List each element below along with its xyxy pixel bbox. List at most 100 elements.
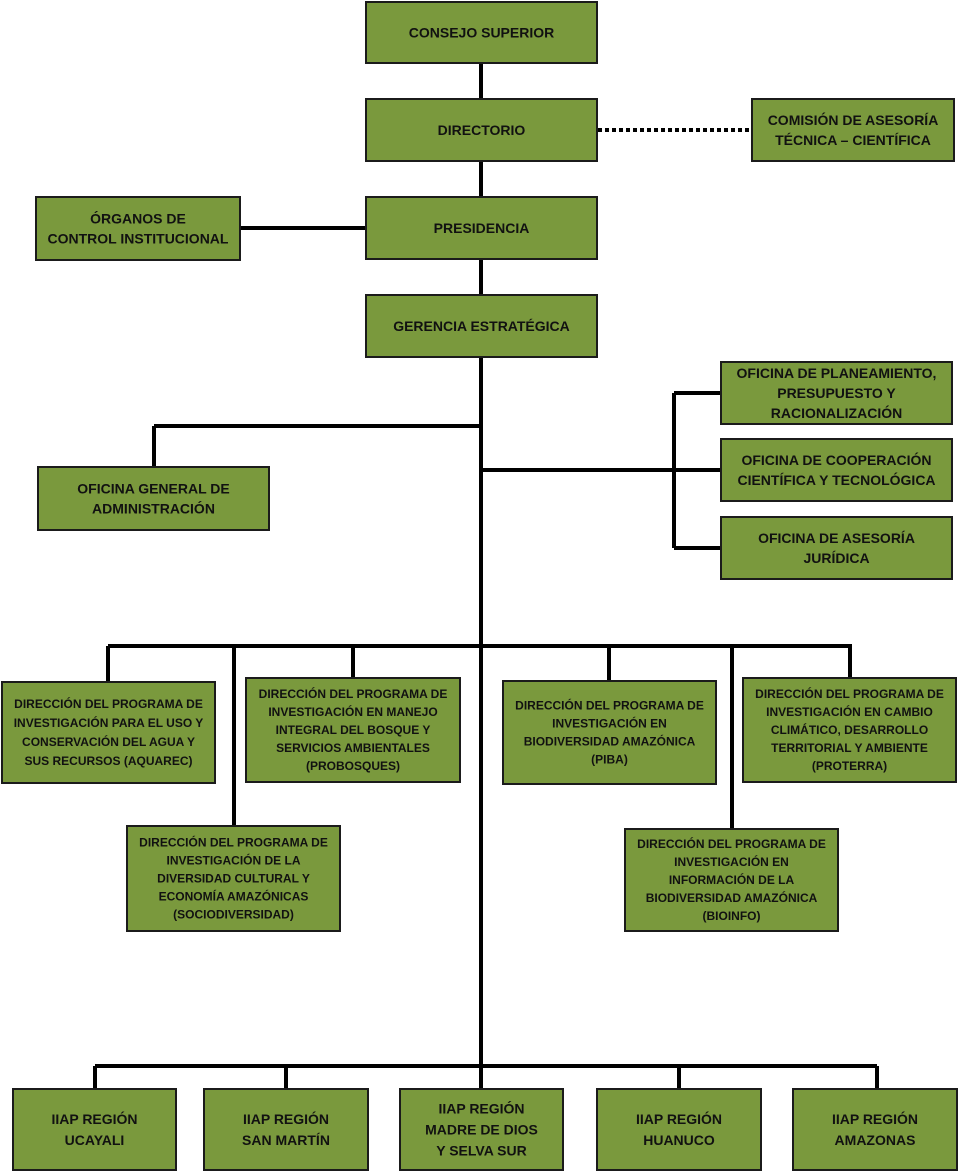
unit-planeamiento-label: PRESUPUESTO Y — [777, 385, 896, 401]
unit-proterra-label: (PROTERRA) — [812, 759, 887, 773]
unit-huanuco-label: IIAP REGIÓN — [636, 1110, 722, 1127]
unit-bioinfo-label: DIRECCIÓN DEL PROGRAMA DE — [637, 836, 826, 851]
unit-aquarec-label: INVESTIGACIÓN PARA EL USO Y — [14, 715, 204, 730]
unit-planeamiento-box — [720, 361, 953, 425]
unit-consejo-label: CONSEJO SUPERIOR — [409, 25, 554, 41]
unit-organos-box — [35, 196, 241, 261]
unit-presidencia-label: PRESIDENCIA — [434, 220, 530, 236]
unit-bioinfo-label: INVESTIGACIÓN EN — [674, 854, 789, 869]
unit-consejo: CONSEJO SUPERIOR — [365, 1, 598, 64]
unit-administracion-label: ADMINISTRACIÓN — [92, 500, 215, 517]
unit-aquarec: DIRECCIÓN DEL PROGRAMA DE INVESTIGACIÓN P… — [1, 681, 216, 784]
unit-gerencia-label: GERENCIA ESTRATÉGICA — [393, 318, 570, 334]
connectors — [93, 64, 879, 1090]
unit-madrededios-label: Y SELVA SUR — [436, 1143, 527, 1159]
unit-piba-label: BIODIVERSIDAD AMAZÓNICA — [524, 734, 696, 749]
unit-proterra-label: DIRECCIÓN DEL PROGRAMA DE — [755, 686, 944, 701]
unit-administracion: OFICINA GENERAL DE ADMINISTRACIÓN — [37, 466, 270, 531]
unit-planeamiento-label: RACIONALIZACIÓN — [771, 404, 902, 421]
unit-consejo-box — [365, 1, 598, 64]
unit-madrededios-label: MADRE DE DIOS — [425, 1122, 538, 1138]
unit-amazonas: IIAP REGIÓN AMAZONAS — [792, 1088, 958, 1171]
unit-amazonas-label: AMAZONAS — [835, 1132, 916, 1148]
unit-piba-label: INVESTIGACIÓN EN — [552, 716, 667, 731]
unit-proterra-label: CLIMÁTICO, DESARROLLO — [771, 722, 928, 737]
unit-probosques-label: (PROBOSQUES) — [306, 759, 400, 773]
unit-bioinfo: DIRECCIÓN DEL PROGRAMA DE INVESTIGACIÓN E… — [624, 828, 839, 932]
unit-madrededios: IIAP REGIÓN MADRE DE DIOS Y SELVA SUR — [399, 1088, 564, 1171]
unit-comision-label: COMISIÓN DE ASESORÍA — [768, 111, 939, 128]
unit-bioinfo-box — [624, 828, 839, 932]
unit-piba-box — [502, 680, 717, 785]
unit-probosques-label: SERVICIOS AMBIENTALES — [276, 741, 430, 755]
unit-proterra-label: INVESTIGACIÓN EN CAMBIO — [766, 704, 933, 719]
unit-comision-box — [751, 98, 955, 162]
unit-aquarec-label: DIRECCIÓN DEL PROGRAMA DE — [14, 696, 203, 711]
unit-sanmartin-label: IIAP REGIÓN — [243, 1110, 329, 1127]
unit-sociodiversidad-label: INVESTIGACIÓN DE LA — [166, 853, 300, 868]
unit-planeamiento: OFICINA DE PLANEAMIENTO, PRESUPUESTO Y RAC… — [720, 361, 953, 425]
unit-huanuco-box — [596, 1088, 762, 1171]
unit-amazonas-label: IIAP REGIÓN — [832, 1110, 918, 1127]
unit-cooperacion-box — [720, 438, 953, 502]
unit-sanmartin-label: SAN MARTÍN — [242, 1132, 330, 1148]
unit-sociodiversidad-box — [126, 825, 341, 932]
unit-presidencia: PRESIDENCIA — [365, 196, 598, 260]
unit-ucayali: IIAP REGIÓN UCAYALI — [12, 1088, 177, 1171]
unit-sociodiversidad-label: ECONOMÍA AMAZÓNICAS — [159, 889, 309, 904]
unit-directorio-label: DIRECTORIO — [438, 122, 526, 138]
unit-proterra-label: TERRITORIAL Y AMBIENTE — [771, 741, 928, 755]
unit-cooperacion: OFICINA DE COOPERACIÓN CIENTÍFICA Y TECNO… — [720, 438, 953, 502]
unit-sanmartin-box — [203, 1088, 369, 1171]
unit-bioinfo-label: BIODIVERSIDAD AMAZÓNICA — [646, 890, 818, 905]
unit-piba: DIRECCIÓN DEL PROGRAMA DE INVESTIGACIÓN E… — [502, 680, 717, 785]
unit-cooperacion-label: OFICINA DE COOPERACIÓN — [741, 451, 931, 468]
unit-probosques-label: INTEGRAL DEL BOSQUE Y — [276, 723, 431, 737]
unit-probosques-box — [245, 677, 461, 783]
unit-administracion-label: OFICINA GENERAL DE — [77, 481, 229, 497]
unit-juridica-label: JURÍDICA — [803, 550, 869, 566]
unit-huanuco-label: HUANUCO — [643, 1132, 715, 1148]
unit-aquarec-label: CONSERVACIÓN DEL AGUA Y — [22, 734, 195, 749]
unit-probosques: DIRECCIÓN DEL PROGRAMA DE INVESTIGACIÓN E… — [245, 677, 461, 783]
unit-organos: ÓRGANOS DE CONTROL INSTITUCIONAL — [35, 196, 241, 261]
unit-probosques-label: DIRECCIÓN DEL PROGRAMA DE — [259, 686, 448, 701]
unit-probosques-label: INVESTIGACIÓN EN MANEJO — [268, 704, 437, 719]
unit-madrededios-label: IIAP REGIÓN — [438, 1100, 524, 1117]
unit-gerencia: GERENCIA ESTRATÉGICA — [365, 294, 598, 358]
unit-huanuco: IIAP REGIÓN HUANUCO — [596, 1088, 762, 1171]
unit-ucayali-label: UCAYALI — [65, 1132, 125, 1148]
unit-madrededios-box — [399, 1088, 564, 1171]
unit-piba-label: DIRECCIÓN DEL PROGRAMA DE — [515, 698, 704, 713]
unit-planeamiento-label: OFICINA DE PLANEAMIENTO, — [737, 365, 937, 381]
unit-proterra-box — [742, 677, 957, 783]
unit-bioinfo-label: INFORMACIÓN DE LA — [669, 872, 795, 887]
unit-juridica-box — [720, 516, 953, 580]
unit-administracion-box — [37, 466, 270, 531]
unit-sanmartin: IIAP REGIÓN SAN MARTÍN — [203, 1088, 369, 1171]
unit-sociodiversidad-label: (SOCIODIVERSIDAD) — [173, 908, 294, 922]
unit-directorio-box — [365, 98, 598, 162]
unit-comision-label: TÉCNICA – CIENTÍFICA — [775, 132, 931, 148]
unit-presidencia-box — [365, 196, 598, 260]
unit-ucayali-label: IIAP REGIÓN — [51, 1110, 137, 1127]
unit-gerencia-box — [365, 294, 598, 358]
unit-aquarec-box — [1, 681, 216, 784]
unit-organos-label: CONTROL INSTITUCIONAL — [48, 231, 229, 247]
unit-bioinfo-label: (BIOINFO) — [703, 909, 761, 923]
unit-directorio: DIRECTORIO — [365, 98, 598, 162]
unit-ucayali-box — [12, 1088, 177, 1171]
unit-aquarec-label: SUS RECURSOS (AQUAREC) — [24, 754, 192, 768]
unit-sociodiversidad-label: DIVERSIDAD CULTURAL Y — [157, 872, 310, 886]
unit-comision: COMISIÓN DE ASESORÍA TÉCNICA – CIENTÍFICA — [751, 98, 955, 162]
unit-proterra: DIRECCIÓN DEL PROGRAMA DE INVESTIGACIÓN E… — [742, 677, 957, 783]
unit-juridica-label: OFICINA DE ASESORÍA — [758, 530, 915, 546]
unit-amazonas-box — [792, 1088, 958, 1171]
unit-organos-label: ÓRGANOS DE — [90, 210, 186, 227]
unit-cooperacion-label: CIENTÍFICA Y TECNOLÓGICA — [737, 471, 935, 488]
unit-piba-label: (PIBA) — [591, 753, 628, 767]
unit-juridica: OFICINA DE ASESORÍA JURÍDICA — [720, 516, 953, 580]
